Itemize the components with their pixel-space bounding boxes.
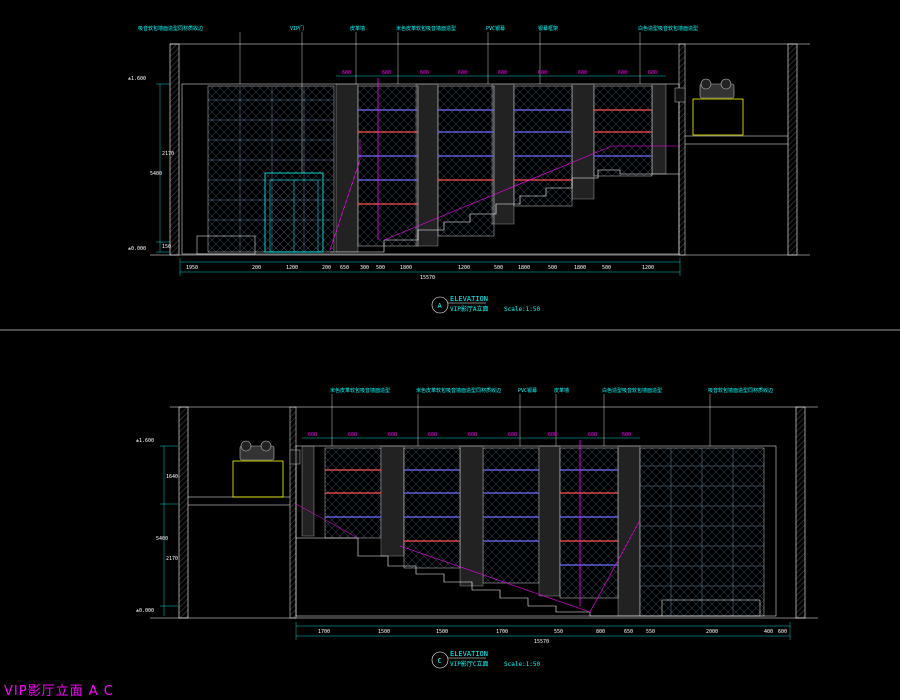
projector-icon-a bbox=[674, 78, 735, 103]
callout-c-4: 皮革墙 bbox=[554, 387, 569, 394]
bottom-dim-c-4: 1700 bbox=[496, 629, 508, 635]
marker-letter-a: A bbox=[438, 302, 443, 310]
elevation-marker-a bbox=[431, 296, 449, 314]
bottom-dim-a-8: 1800 bbox=[400, 265, 412, 271]
top-dim-c-9: 600 bbox=[622, 432, 631, 438]
projector-icon-c bbox=[239, 440, 301, 465]
height-label-a-3: 150 bbox=[162, 244, 171, 250]
callout-c-3: PVC银幕 bbox=[518, 387, 537, 394]
scale-c: Scale:1:50 bbox=[504, 661, 541, 668]
level-top-c: ±1.600 bbox=[136, 438, 154, 444]
bottom-dim-a-1: 1950 bbox=[186, 265, 198, 271]
height-label-c-3: 2170 bbox=[166, 556, 178, 562]
bottom-dim-c-1: 1700 bbox=[318, 629, 330, 635]
level-bottom-c: ±0.000 bbox=[136, 608, 154, 614]
top-dim-c-3: 600 bbox=[388, 432, 397, 438]
top-dim-c-7: 600 bbox=[548, 432, 557, 438]
bottom-dim-c-6: 800 bbox=[596, 629, 605, 635]
callout-c-1: 米色皮革软包吸音墙面造型 bbox=[330, 387, 390, 394]
bottom-dim-a-7: 500 bbox=[376, 265, 385, 271]
right-wall-c bbox=[795, 406, 806, 619]
elevation-a bbox=[150, 32, 810, 314]
level-top-a: ±1.600 bbox=[128, 76, 146, 82]
top-dim-a-1: 600 bbox=[342, 70, 351, 76]
projector-cabinet-c bbox=[232, 460, 284, 498]
callout-a-1: 吸音软包墙面造型同材质收边 bbox=[138, 25, 203, 32]
bottom-dim-a-5: 650 bbox=[340, 265, 349, 271]
sheet-title: VIP影厅立面 A C bbox=[4, 684, 114, 699]
elevation-subtitle-c: VIP影厅C立面 bbox=[450, 660, 488, 668]
projector-cabinet-a bbox=[692, 98, 744, 136]
left-wall-a bbox=[169, 43, 180, 256]
callout-a-4: 米色皮革软包吸音墙面造型 bbox=[396, 25, 456, 32]
stepped-floor-c bbox=[296, 537, 662, 617]
level-bottom-a: ±0.000 bbox=[128, 246, 146, 252]
bottom-dim-c-10: 400 bbox=[764, 629, 773, 635]
bottom-dim-c-2: 1500 bbox=[378, 629, 390, 635]
top-dim-a-2: 600 bbox=[382, 70, 391, 76]
bottom-dim-a-9: 1200 bbox=[458, 265, 470, 271]
elevation-title-a: ELEVATION bbox=[450, 295, 488, 303]
stepped-floor-a bbox=[330, 169, 679, 253]
top-dim-a-6: 600 bbox=[538, 70, 547, 76]
bottom-dim-c-5: 550 bbox=[554, 629, 563, 635]
callout-a-5: PVC银幕 bbox=[486, 25, 505, 32]
scale-a: Scale:1:50 bbox=[504, 306, 541, 313]
total-dim-a: 15570 bbox=[420, 275, 435, 281]
elevation-a-labels: 吸音软包墙面造型同材质收边 VIP门 皮革墙 米色皮革软包吸音墙面造型 PVC银… bbox=[128, 25, 698, 313]
bottom-dim-c-7: 650 bbox=[624, 629, 633, 635]
bottom-dim-a-14: 500 bbox=[602, 265, 611, 271]
curtain-strip bbox=[335, 83, 359, 253]
height-label-c-2: 5400 bbox=[156, 536, 168, 542]
elevation-c bbox=[150, 394, 818, 669]
top-dim-a-4: 600 bbox=[458, 70, 467, 76]
marker-letter-c: C bbox=[438, 657, 442, 665]
bottom-dim-c-11: 600 bbox=[778, 629, 787, 635]
callout-a-7: 白色造型吸音软包墙面造型 bbox=[638, 25, 698, 32]
bottom-dim-a-15: 1200 bbox=[642, 265, 654, 271]
top-dim-a-5: 600 bbox=[498, 70, 507, 76]
callout-a-3: 皮革墙 bbox=[350, 25, 365, 32]
callout-c-5: 白色造型吸音软包墙面造型 bbox=[602, 387, 662, 394]
elevation-c-labels: 米色皮革软包吸音墙面造型 米色皮革软包吸音墙面造型同材质收边 PVC银幕 皮革墙… bbox=[136, 387, 787, 668]
top-dim-a-7: 600 bbox=[578, 70, 587, 76]
wall-rails-a bbox=[358, 109, 652, 205]
bottom-dim-a-3: 1200 bbox=[286, 265, 298, 271]
callout-c-6: 吸音软包墙面造型同材质收边 bbox=[708, 387, 773, 394]
bottom-dim-a-4: 200 bbox=[322, 265, 331, 271]
top-dim-c-6: 600 bbox=[508, 432, 517, 438]
bottom-dim-a-12: 500 bbox=[548, 265, 557, 271]
callout-a-2: VIP门 bbox=[290, 25, 304, 32]
bottom-dim-a-2: 200 bbox=[252, 265, 261, 271]
top-dim-c-5: 600 bbox=[468, 432, 477, 438]
bottom-dim-c-9: 2000 bbox=[706, 629, 718, 635]
bottom-dim-a-11: 1800 bbox=[518, 265, 530, 271]
left-wall-c bbox=[178, 406, 189, 619]
top-dim-c-8: 600 bbox=[588, 432, 597, 438]
top-dim-a-8: 600 bbox=[618, 70, 627, 76]
total-dim-c: 15570 bbox=[534, 639, 549, 645]
elevation-marker-c bbox=[431, 651, 449, 669]
top-dim-c-4: 600 bbox=[428, 432, 437, 438]
callout-c-2: 米色皮革软包吸音墙面造型同材质收边 bbox=[416, 387, 501, 394]
elevation-title-c: ELEVATION bbox=[450, 650, 488, 658]
wall-rails-c bbox=[325, 469, 618, 566]
bottom-dim-a-6: 300 bbox=[360, 265, 369, 271]
top-dim-a-9: 600 bbox=[648, 70, 657, 76]
height-label-a-2: 2170 bbox=[162, 151, 174, 157]
top-dim-a-3: 600 bbox=[420, 70, 429, 76]
height-label-c-1: 1640 bbox=[166, 474, 178, 480]
right-wall-a bbox=[787, 43, 798, 256]
height-label-a-1: 5400 bbox=[150, 171, 162, 177]
bottom-dim-a-13: 1800 bbox=[574, 265, 586, 271]
elevation-subtitle-a: VIP影厅A立面 bbox=[450, 305, 488, 313]
top-dim-c-2: 600 bbox=[348, 432, 357, 438]
bottom-dim-a-10: 500 bbox=[494, 265, 503, 271]
bottom-dim-c-8: 550 bbox=[646, 629, 655, 635]
callout-a-6: 银幕框架 bbox=[538, 25, 558, 32]
bottom-dim-c-3: 1500 bbox=[436, 629, 448, 635]
top-dim-c-1: 600 bbox=[308, 432, 317, 438]
